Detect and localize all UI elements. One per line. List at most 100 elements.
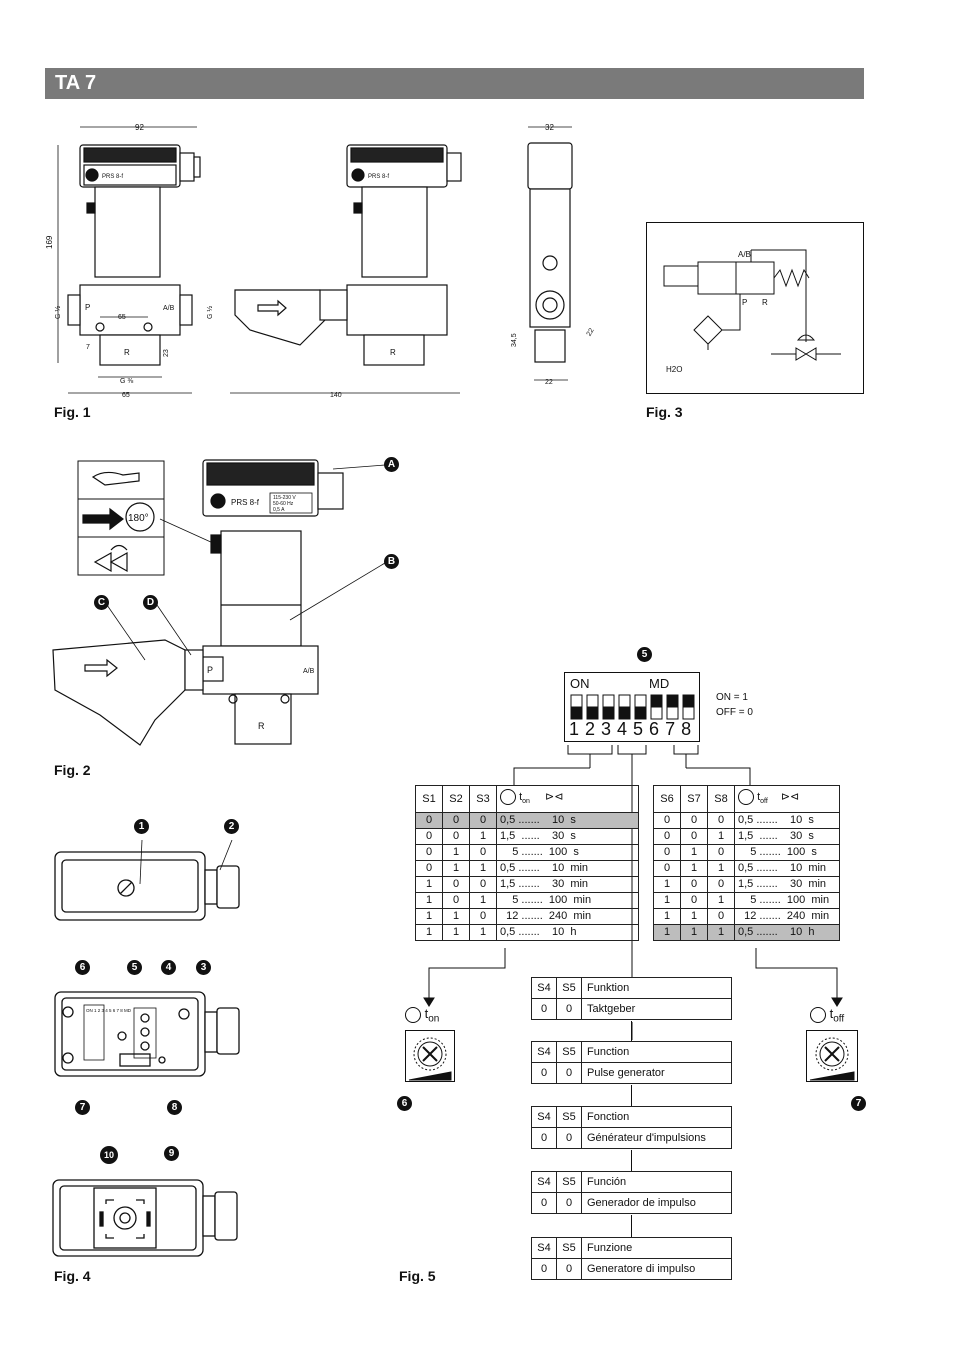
col-s8: S8 [707, 785, 735, 813]
col-s7: S7 [680, 785, 708, 813]
cell: 0 [531, 1258, 557, 1280]
cell: Générateur d'impulsions [581, 1127, 732, 1149]
toff-header-sub: off [760, 798, 768, 806]
cell: 1 [707, 892, 735, 909]
cell: 1 [415, 924, 443, 941]
cell: 0,5 ....... 10 h [496, 924, 639, 941]
fig1-valve-side: 32 34,5 22 22 [511, 123, 596, 386]
cell: 0,5 ....... 10 h [734, 924, 840, 941]
cell: 0 [653, 828, 681, 845]
ton-dial [405, 1030, 455, 1082]
cell: S5 [556, 1041, 582, 1063]
fig4-badge-10: 10 [100, 1146, 118, 1164]
cell: 0,5 ....... 10 s [496, 812, 639, 829]
cell: 1 [680, 908, 708, 925]
col-ton: ton ⊳⊲ [496, 785, 639, 813]
fig1-label: Fig. 1 [54, 404, 91, 420]
fig3-h2o: H2O [666, 365, 682, 374]
fig2-nameplate-freq: 50-60 Hz [273, 501, 294, 507]
fig4-badge-2: 2 [224, 819, 239, 834]
fig2-port-p: P [207, 665, 213, 675]
cell: 0 [680, 876, 708, 893]
badge-b: B [384, 554, 399, 569]
port-r: R [124, 348, 130, 357]
cell: 12 ....... 240 min [734, 908, 840, 925]
cell: 0 [653, 860, 681, 877]
cell: 0 [531, 1127, 557, 1149]
cell: 1 [442, 924, 470, 941]
cell: S5 [556, 1237, 582, 1259]
cell: 0 [707, 876, 735, 893]
cell: 1 [469, 860, 497, 877]
fig5-badge-7: 7 [851, 1096, 866, 1111]
cell: 0 [469, 844, 497, 861]
fig2-label: Fig. 2 [54, 762, 91, 778]
fig4-badge-8: 8 [167, 1100, 182, 1115]
cell: 1,5 ...... 30 s [734, 828, 840, 845]
toff-sub: off [833, 1013, 845, 1025]
ton-dial-label: ton [405, 1006, 439, 1025]
legend-off: OFF = 0 [716, 707, 753, 718]
section-title: TA 7 [55, 72, 97, 94]
connector-line [631, 1150, 632, 1171]
toff-label: t [829, 1006, 834, 1021]
dim-22-diag: 22 [586, 327, 596, 337]
dim-7: 7 [86, 344, 90, 351]
cell: Funktion [581, 977, 732, 999]
fig3-schematic: A/B P R H2O [646, 222, 864, 394]
fig2-port-r: R [258, 721, 265, 731]
fig4-dip-text: ON 1 2 3 4 5 6 7 8 MD [86, 1008, 132, 1013]
hand-icon [91, 471, 140, 486]
dim-g-right: G ½ [206, 306, 214, 319]
fig1-valve-strainer: PRS 8-f R 140 [230, 144, 462, 399]
valve-icon: ⊳⊲ [544, 790, 564, 803]
fig4-badge-7: 7 [75, 1100, 90, 1115]
cell: 1 [707, 828, 735, 845]
cell: 0 [556, 1192, 582, 1214]
cell: 0 [556, 1127, 582, 1149]
fig2-nameplate-voltage: 115-230 V [273, 495, 296, 501]
cell: Generador de impulso [581, 1192, 732, 1214]
cell: S4 [531, 977, 557, 999]
cell: S4 [531, 1237, 557, 1259]
ton-header-sub: on [522, 798, 530, 806]
cell: 1 [442, 860, 470, 877]
port-ab: A/B [163, 305, 175, 312]
cell: 0 [469, 812, 497, 829]
cell: 1 [653, 892, 681, 909]
cell: Función [581, 1171, 732, 1193]
cell: 0 [653, 844, 681, 861]
cell: 0 [415, 860, 443, 877]
cell: 1 [442, 844, 470, 861]
fig2-nameplate-current: 0,5 A [273, 507, 285, 513]
cell: 0 [531, 1062, 557, 1084]
dim-169: 169 [45, 235, 54, 249]
col-s1: S1 [415, 785, 443, 813]
clock-icon [738, 788, 754, 805]
section-header-bar: TA 7 [45, 68, 864, 99]
dim-g-left: G ½ [54, 306, 62, 319]
toff-dial-label: toff [810, 1006, 844, 1025]
rotate-180-label: 180° [128, 513, 149, 524]
cell: 0 [556, 1258, 582, 1280]
cell: Generatore di impulso [581, 1258, 732, 1280]
fig4-badge-9: 9 [164, 1146, 179, 1161]
cell: S4 [531, 1171, 557, 1193]
cell: 1 [415, 892, 443, 909]
dip-switches [570, 694, 695, 720]
connector-line [631, 1021, 632, 1041]
cell: 1 [680, 844, 708, 861]
valve-symbol-icon [93, 551, 128, 573]
